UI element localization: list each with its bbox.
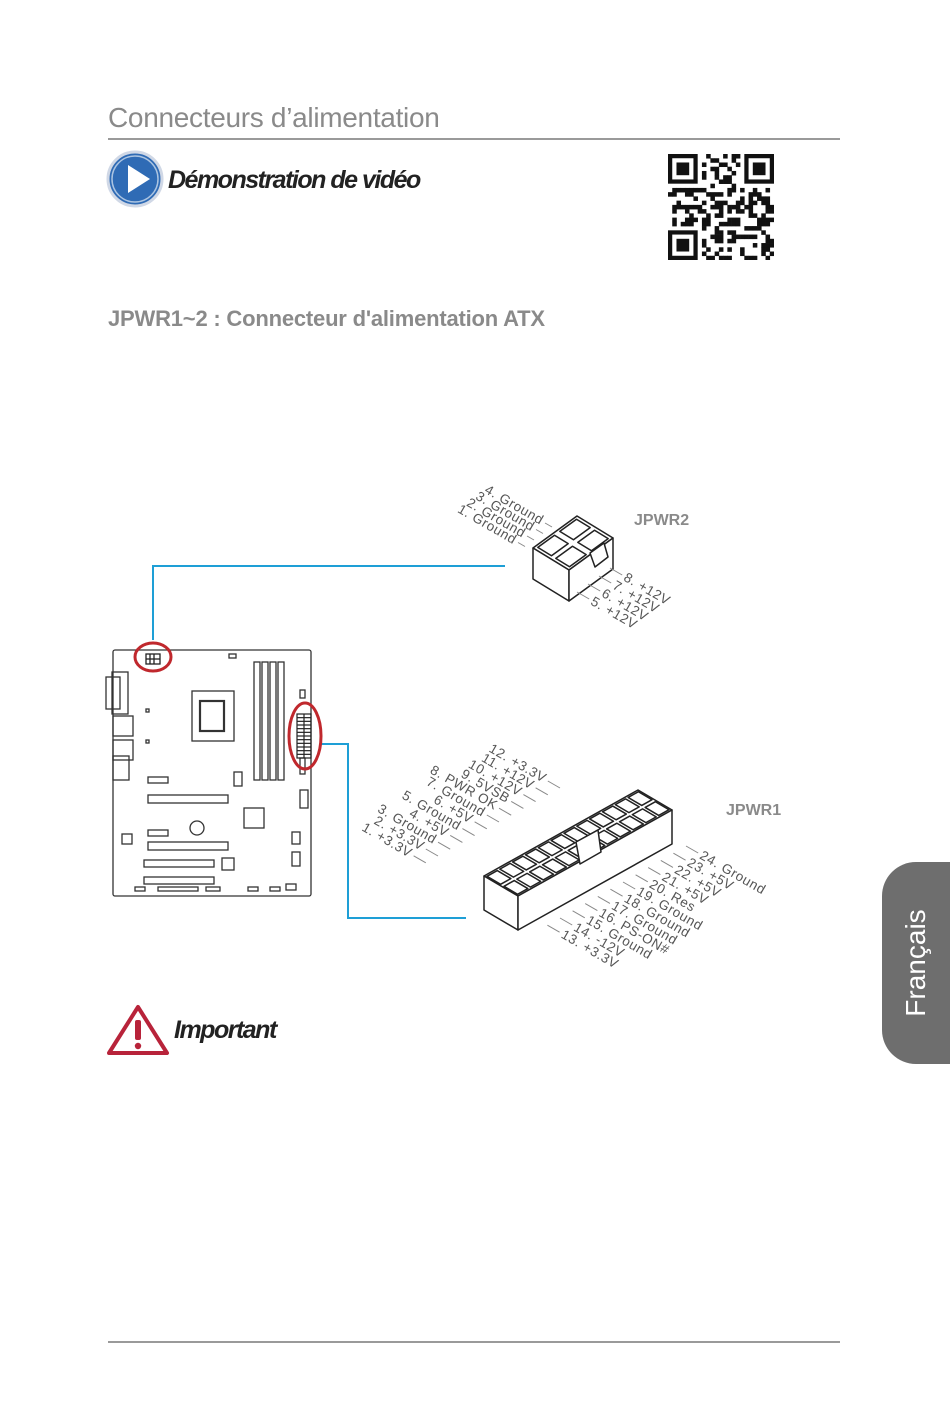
jpwr1-highlight xyxy=(287,701,323,771)
qr-code-icon xyxy=(668,154,774,260)
motherboard-outline xyxy=(105,649,312,897)
jpwr2-board-header xyxy=(145,653,161,665)
language-tab[interactable]: Français xyxy=(882,862,950,1064)
jpwr2-connector xyxy=(532,515,614,602)
play-video-icon[interactable] xyxy=(106,150,164,208)
jpwr2-leader-line xyxy=(152,565,505,640)
warning-icon xyxy=(107,1005,169,1055)
important-heading: Important xyxy=(174,1016,277,1044)
footer-divider xyxy=(108,1341,840,1343)
jpwr2-label: JPWR2 xyxy=(634,512,690,529)
connector-subtitle: JPWR1~2 : Connecteur d'alimentation ATX xyxy=(108,306,545,331)
jpwr1-label: JPWR1 xyxy=(726,802,782,819)
title-divider xyxy=(108,138,840,140)
jpwr1-board-header xyxy=(296,713,312,759)
jpwr2-highlight xyxy=(133,641,173,673)
language-tab-label: Français xyxy=(900,909,931,1017)
section-title: Connecteurs d’alimentation xyxy=(108,102,440,133)
video-heading: Démonstration de vidéo xyxy=(168,166,421,194)
jpwr1-leader-line xyxy=(320,743,466,919)
jpwr1-connector xyxy=(483,789,673,931)
